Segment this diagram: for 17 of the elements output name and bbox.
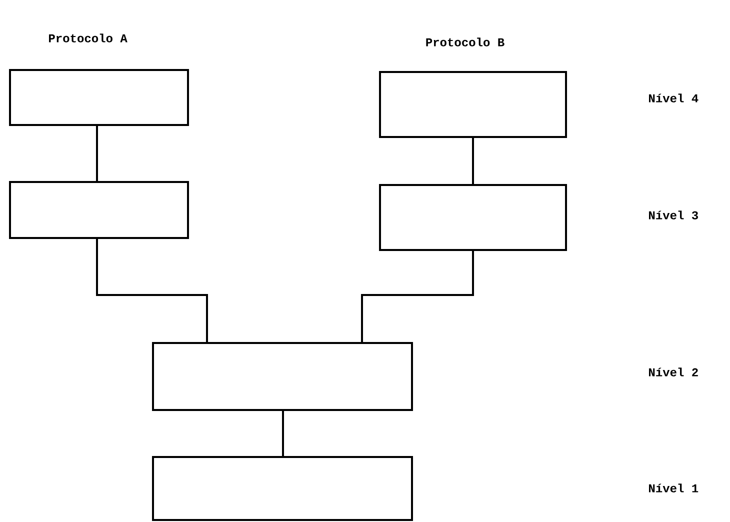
empty-box [379, 184, 567, 251]
level-label: Nível 4 [649, 94, 698, 102]
connector-line [96, 239, 208, 342]
column-heading: Protocolo A [49, 34, 128, 42]
empty-box [9, 69, 189, 126]
empty-box [152, 342, 413, 411]
empty-box [9, 181, 189, 239]
level-label: Nível 3 [649, 210, 698, 220]
connector-line [282, 411, 284, 456]
connector-line [96, 126, 98, 181]
level-label: Nível 2 [649, 368, 698, 376]
empty-box [152, 456, 413, 521]
connector-line [472, 138, 474, 184]
level-label: Nível 1 [649, 484, 698, 492]
column-heading: Protocolo B [426, 38, 504, 46]
empty-box [379, 71, 567, 138]
connector-line [361, 251, 474, 342]
